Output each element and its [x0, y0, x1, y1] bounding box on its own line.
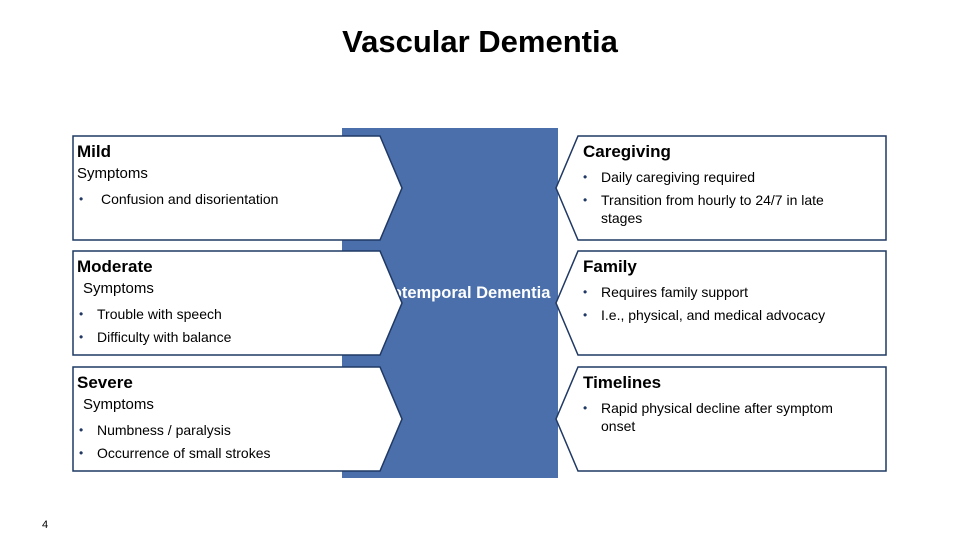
list-item: Rapid physical decline after symptom ons… — [583, 399, 865, 435]
page-number: 4 — [42, 519, 49, 531]
panel-heading: Family — [583, 257, 637, 276]
left-panel-moderate: Moderate Symptoms Trouble with speech Di… — [77, 256, 377, 346]
list-item: Numbness / paralysis — [77, 421, 377, 439]
list-item: Daily caregiving required — [583, 168, 865, 186]
panel-heading: Severe — [77, 373, 133, 392]
panel-heading: Timelines — [583, 373, 662, 392]
right-panel-timelines: Timelines Rapid physical decline after s… — [583, 372, 865, 435]
right-panel-caregiving: Caregiving Daily caregiving required Tra… — [583, 141, 865, 227]
bullet-list: Trouble with speech Difficulty with bala… — [77, 305, 377, 346]
list-item: I.e., physical, and medical advocacy — [583, 306, 873, 324]
panel-subheading: Symptoms — [77, 165, 148, 182]
right-panel-family-shape — [555, 250, 887, 356]
bullet-list: Daily caregiving required Transition fro… — [583, 168, 865, 227]
right-panel-family: Family Requires family support I.e., phy… — [583, 256, 873, 324]
panel-heading: Moderate — [77, 257, 153, 276]
bullet-list: Confusion and disorientation — [77, 190, 377, 208]
list-item: Confusion and disorientation — [77, 190, 377, 208]
list-item: Transition from hourly to 24/7 in late s… — [583, 191, 865, 227]
left-panel-mild-shape — [72, 135, 403, 241]
bullet-list: Rapid physical decline after symptom ons… — [583, 399, 865, 435]
bullet-list: Numbness / paralysis Occurrence of small… — [77, 421, 377, 462]
bullet-list: Requires family support I.e., physical, … — [583, 283, 873, 324]
list-item: Requires family support — [583, 283, 873, 301]
panel-heading: Mild — [77, 142, 111, 161]
list-item: Difficulty with balance — [77, 328, 377, 346]
left-panel-mild: Mild Symptoms Confusion and disorientati… — [77, 141, 377, 208]
list-item: Occurrence of small strokes — [77, 444, 377, 462]
panel-subheading: Symptoms — [83, 280, 154, 297]
panel-subheading: Symptoms — [83, 396, 154, 413]
left-panel-severe: Severe Symptoms Numbness / paralysis Occ… — [77, 372, 377, 462]
panel-heading: Caregiving — [583, 142, 671, 161]
slide-title: Vascular Dementia — [342, 24, 618, 59]
list-item: Trouble with speech — [77, 305, 377, 323]
